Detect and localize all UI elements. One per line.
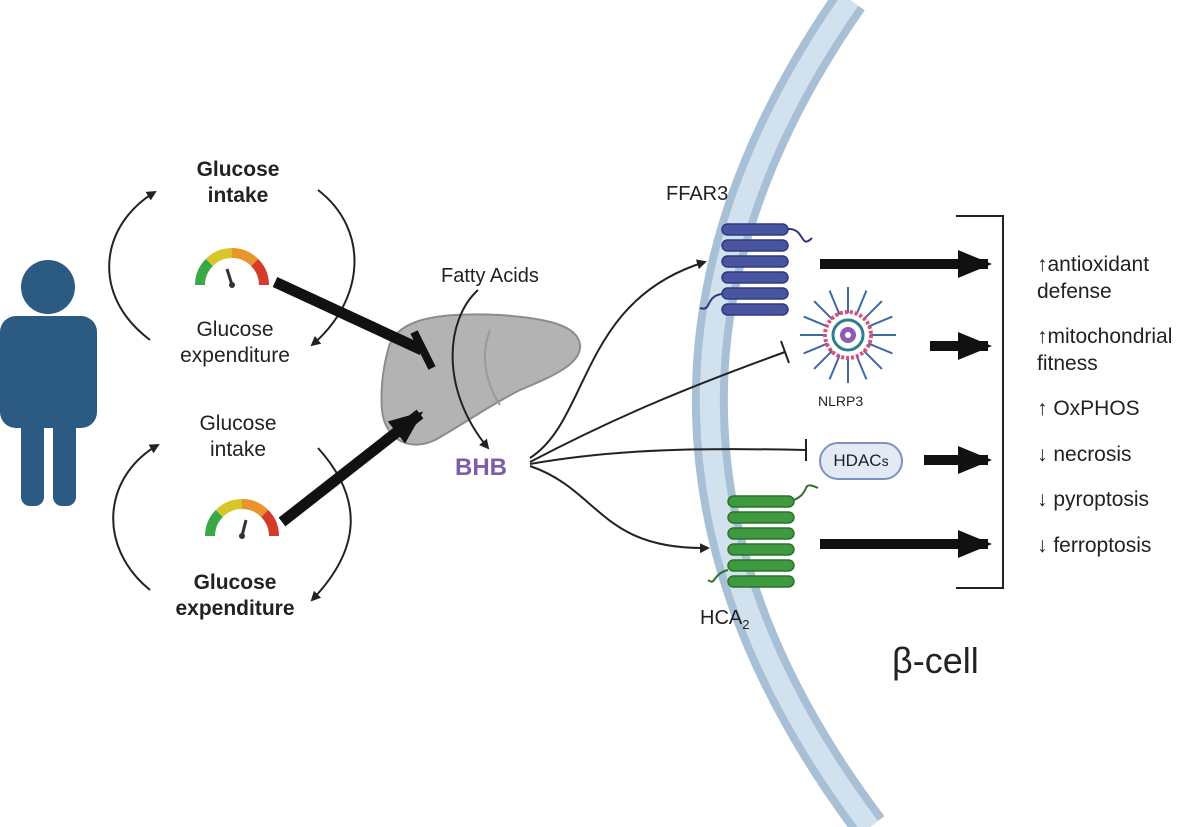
bhb-to-hdac-inhibition xyxy=(529,448,807,465)
top-expenditure-line1: Glucose xyxy=(196,318,274,341)
bottom-intake-line2: intake xyxy=(209,438,267,462)
person-icon xyxy=(0,260,97,506)
bhb-to-ffar3-arrow xyxy=(529,259,707,459)
hca2-receptor-icon xyxy=(707,484,819,588)
top-intake-line1: Glucose xyxy=(196,158,280,181)
hca2-label: HCA2 xyxy=(700,606,749,633)
outcome-mitochondrial: ↑mitochondrial fitness xyxy=(1037,323,1172,378)
top-intake-line2: intake xyxy=(207,184,269,208)
ffar3-label: FFAR3 xyxy=(666,183,729,205)
bhb-to-hca2-arrow xyxy=(529,465,710,554)
gauge-icon-top xyxy=(195,248,269,288)
outcome-mitochondrial-line1: ↑mitochondrial xyxy=(1037,325,1173,348)
bottom-glucose-intake-label: Glucose intake xyxy=(178,411,298,464)
hdac-main-text: HDAC xyxy=(833,451,882,470)
fatty-acids-label: Fatty Acids xyxy=(441,265,539,287)
outcome-ferroptosis: ↓ ferroptosis xyxy=(1037,534,1152,557)
bhb-to-nlrp3-inhibition xyxy=(529,351,786,463)
nlrp3-label: NLRP3 xyxy=(818,393,864,409)
beta-cell-label: β-cell xyxy=(892,640,979,681)
hca-main-text: HCA xyxy=(700,607,743,629)
top-expenditure-line2: expenditure xyxy=(180,344,290,368)
hdac-suffix-text: s xyxy=(881,453,889,469)
outcome-antioxidant-line2: defense xyxy=(1037,280,1112,304)
liver-icon xyxy=(380,313,582,446)
outcome-mitochondrial-line2: fitness xyxy=(1037,352,1098,376)
top-glucose-expenditure-label: Glucose expenditure xyxy=(160,317,310,370)
outcome-antioxidant-line1: ↑antioxidant xyxy=(1037,253,1150,276)
bottom-expenditure-line2: expenditure xyxy=(175,597,295,621)
ffar3-receptor-icon xyxy=(699,223,813,316)
top-cycle-arrow-right xyxy=(310,189,356,347)
hdacs-badge: HDACs xyxy=(819,442,903,480)
outcome-bracket xyxy=(956,215,1004,589)
bottom-intake-line1: Glucose xyxy=(199,412,277,435)
outcome-pyroptosis: ↓ pyroptosis xyxy=(1037,488,1150,511)
fatty-acids-arrow xyxy=(451,289,490,450)
hca-subscript: 2 xyxy=(742,617,750,632)
top-glucose-intake-label: Glucose intake xyxy=(178,157,298,210)
nlrp3-inflammasome-icon xyxy=(800,287,896,383)
gauge-icon-bottom xyxy=(205,499,279,539)
outcome-necrosis: ↓ necrosis xyxy=(1037,443,1132,466)
outcome-oxphos: ↑ OxPHOS xyxy=(1037,397,1140,420)
outcome-antioxidant: ↑antioxidant defense xyxy=(1037,251,1149,306)
top-cycle-arrow-left xyxy=(108,190,157,341)
cell-membrane xyxy=(691,0,885,827)
bottom-cycle-arrow-left xyxy=(112,444,160,591)
bottom-cycle-arrow-right xyxy=(310,447,352,602)
activation-arrow-to-liver xyxy=(278,409,424,527)
bhb-label: BHB xyxy=(455,454,507,481)
bottom-expenditure-line1: Glucose xyxy=(193,571,277,594)
inhibition-arrow-glucose-to-liver xyxy=(272,277,425,355)
bottom-glucose-expenditure-label: Glucose expenditure xyxy=(160,570,310,623)
